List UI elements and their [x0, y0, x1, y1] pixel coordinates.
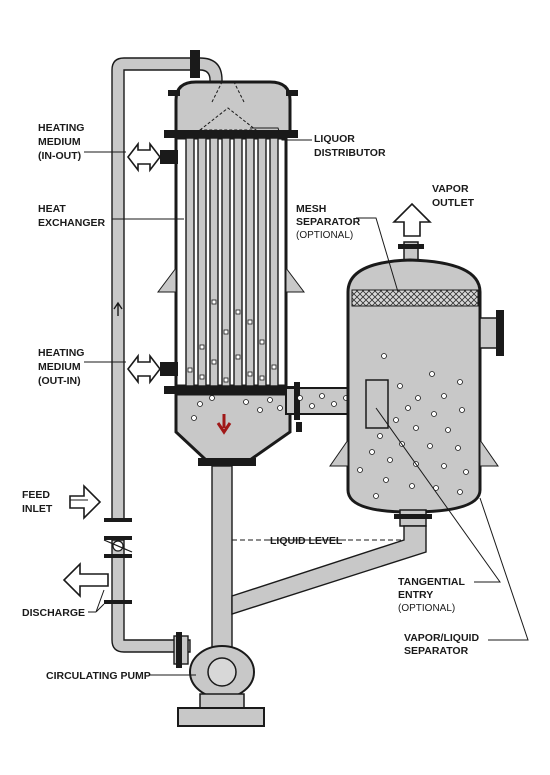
vapor-liquid-separator: [329, 241, 504, 527]
svg-text:DISTRIBUTOR: DISTRIBUTOR: [314, 147, 386, 159]
label-mesh-separator: MESH SEPARATOR (OPTIONAL): [296, 203, 361, 241]
open-arrow-icon: [62, 562, 109, 598]
circulating-pump: [173, 632, 265, 727]
svg-text:FEED: FEED: [22, 489, 50, 501]
svg-text:MEDIUM: MEDIUM: [38, 136, 81, 148]
svg-text:MESH: MESH: [296, 203, 326, 215]
separator-bubbles: [357, 353, 469, 499]
open-arrow-icon: [126, 141, 162, 173]
label-vapor-outlet: VAPOR OUTLET: [432, 183, 475, 209]
svg-text:EXCHANGER: EXCHANGER: [38, 217, 106, 229]
open-arrow-icon: [392, 202, 432, 237]
svg-text:VAPOR: VAPOR: [432, 183, 469, 195]
downcomer-pipe: [211, 465, 233, 649]
svg-text:(OPTIONAL): (OPTIONAL): [296, 230, 353, 241]
label-heat-exchanger: HEAT EXCHANGER: [38, 203, 106, 229]
svg-text:(OUT-IN): (OUT-IN): [38, 375, 81, 387]
flow-direction-icon: [216, 414, 232, 435]
label-vapor-liquid-separator: VAPOR/LIQUID SEPARATOR: [404, 632, 479, 657]
exchanger-tubes: [185, 137, 279, 387]
svg-text:SEPARATOR: SEPARATOR: [296, 216, 361, 228]
svg-text:MEDIUM: MEDIUM: [38, 361, 81, 373]
svg-text:TANGENTIAL: TANGENTIAL: [398, 576, 465, 588]
leader-lines: [70, 127, 529, 676]
label-liquid-level: LIQUID LEVEL: [270, 535, 343, 547]
svg-text:ENTRY: ENTRY: [398, 589, 433, 601]
tube-bubbles: [187, 299, 277, 383]
label-heating-medium-in-out: HEATING MEDIUM (IN-OUT): [38, 122, 84, 162]
svg-text:INLET: INLET: [22, 503, 53, 515]
pipe-flanges: [104, 518, 132, 604]
heat-exchanger: [157, 80, 305, 466]
return-pipe: [231, 525, 427, 615]
svg-text:HEAT: HEAT: [38, 203, 66, 215]
svg-text:(OPTIONAL): (OPTIONAL): [398, 603, 455, 614]
svg-text:(IN-OUT): (IN-OUT): [38, 150, 81, 162]
svg-text:OUTLET: OUTLET: [432, 197, 475, 209]
svg-text:LIQUOR: LIQUOR: [314, 133, 355, 145]
svg-text:SEPARATOR: SEPARATOR: [404, 645, 469, 657]
svg-text:HEATING: HEATING: [38, 347, 84, 359]
svg-text:HEATING: HEATING: [38, 122, 84, 134]
label-liquor-distributor: LIQUOR DISTRIBUTOR: [314, 133, 386, 159]
label-tangential-entry: TANGENTIAL ENTRY (OPTIONAL): [398, 576, 465, 614]
open-arrow-icon: [69, 484, 102, 520]
open-arrow-icon: [126, 353, 162, 385]
label-feed-inlet: FEED INLET: [22, 489, 53, 515]
label-heating-medium-out-in: HEATING MEDIUM (OUT-IN): [38, 347, 84, 387]
label-discharge: DISCHARGE: [22, 607, 85, 619]
flow-direction-icon: [113, 301, 123, 316]
label-circulating-pump: CIRCULATING PUMP: [46, 670, 151, 682]
valve-icon: [103, 539, 133, 553]
svg-text:VAPOR/LIQUID: VAPOR/LIQUID: [404, 632, 479, 644]
